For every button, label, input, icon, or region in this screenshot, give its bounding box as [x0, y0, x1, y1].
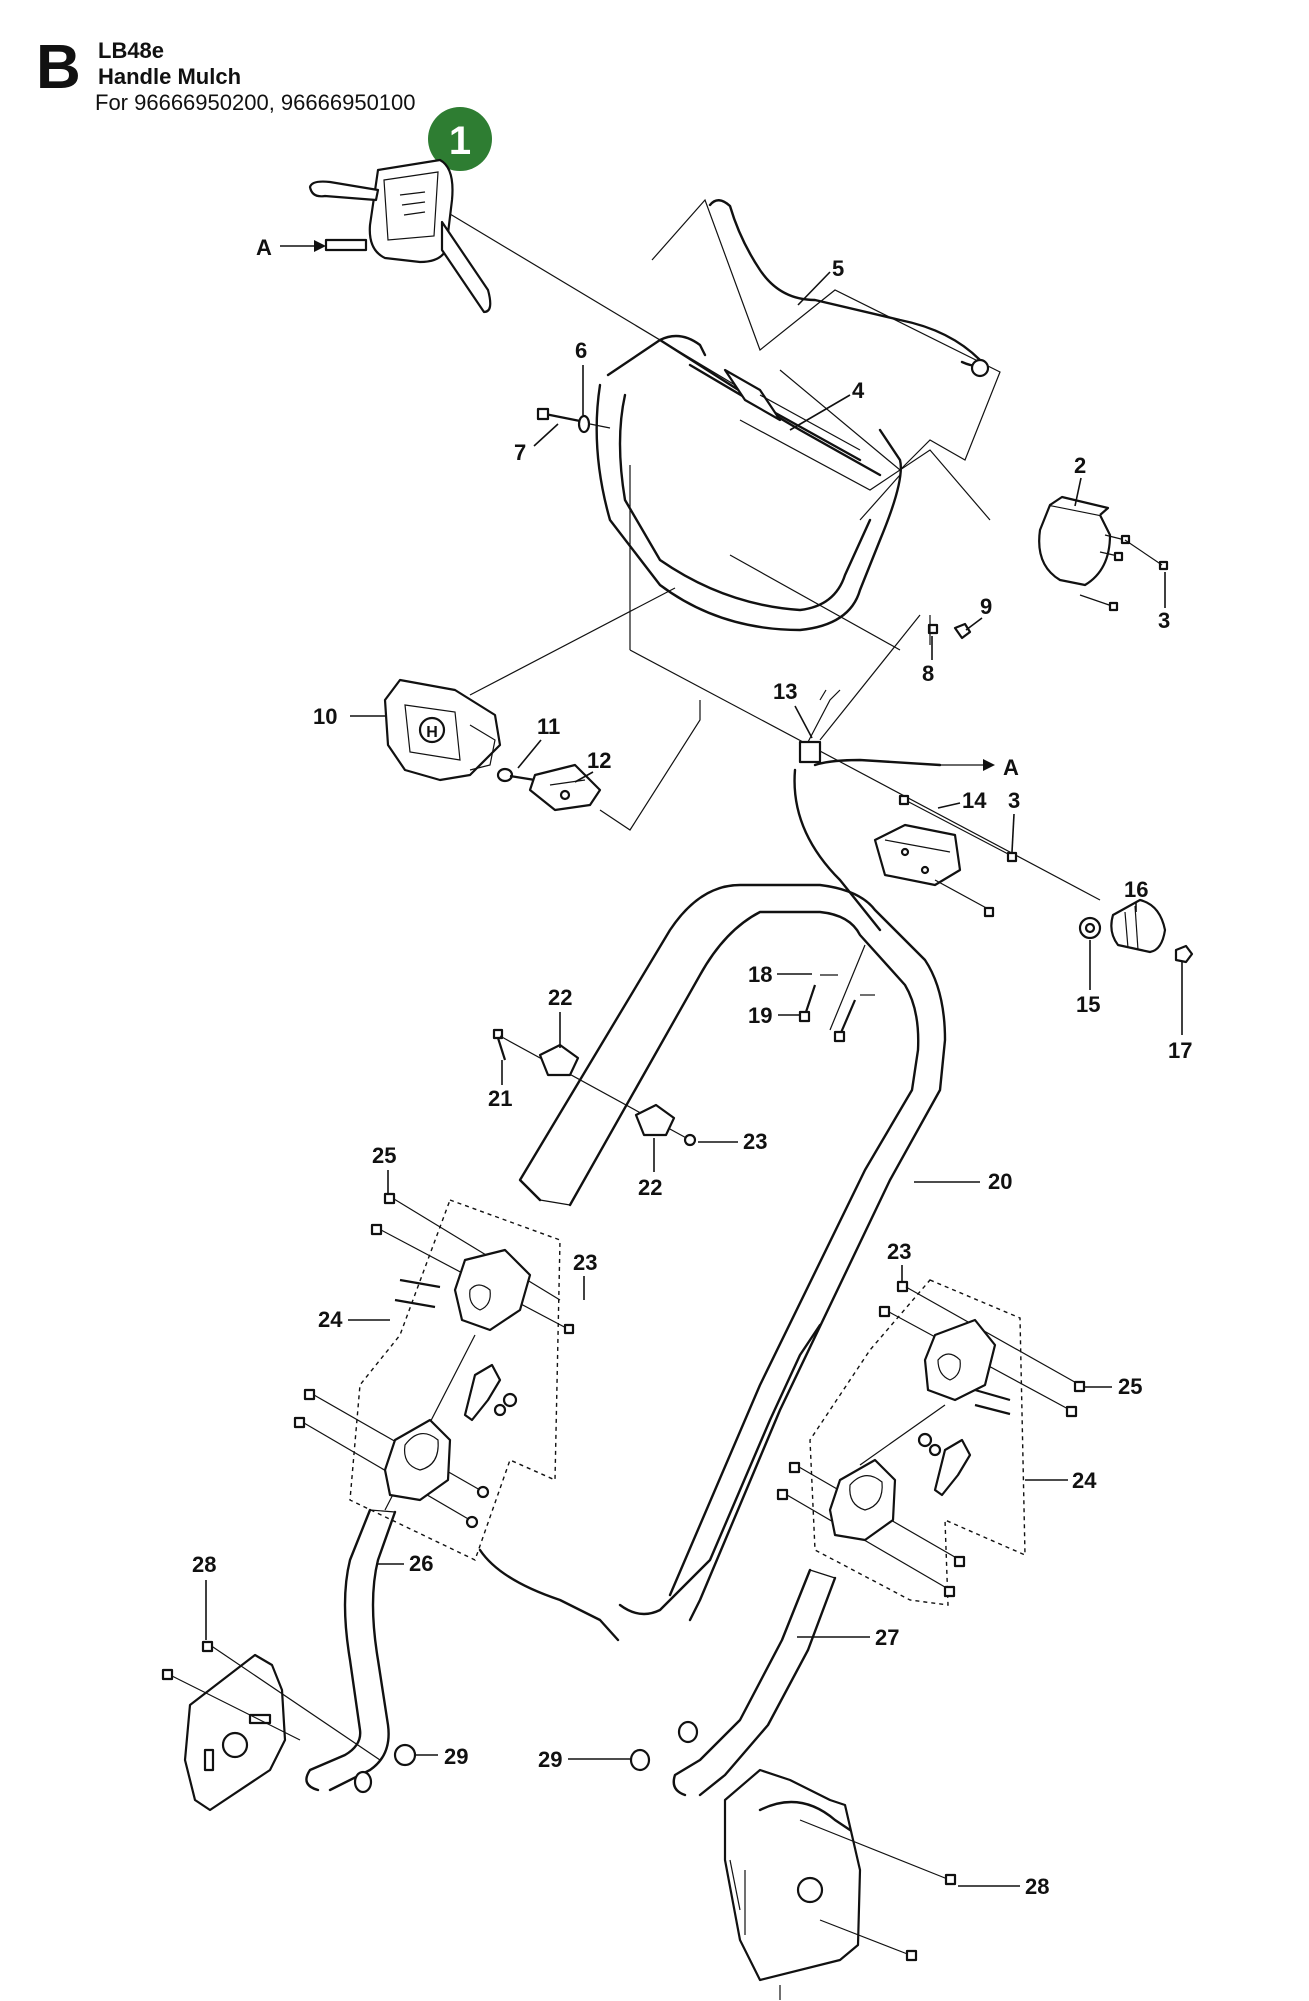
callout-24-left: 24 — [318, 1307, 343, 1332]
bolt-washer-6-7 — [536, 407, 611, 434]
callout-22-top: 22 — [548, 985, 572, 1010]
diagram-title: Handle Mulch — [98, 64, 241, 89]
badge-circle — [428, 107, 492, 171]
callout-14: 14 — [962, 788, 987, 813]
right-hinge-assembly — [776, 1280, 1086, 1598]
clips-21-22-23 — [492, 1028, 697, 1147]
callout-26: 26 — [409, 1551, 433, 1576]
part-badge[interactable]: 1 — [428, 107, 492, 171]
callout-15: 15 — [1076, 992, 1100, 1017]
callout-28-left: 28 — [192, 1552, 216, 1577]
callout-5: 5 — [832, 256, 844, 281]
callout-7: 7 — [514, 440, 526, 465]
clamp-12 — [528, 763, 602, 812]
left-hinge-assembly — [293, 1192, 575, 1529]
callout-2: 2 — [1074, 453, 1086, 478]
lower-cable-end — [478, 1548, 620, 1642]
bolts-18-19 — [798, 944, 875, 1043]
callout-16: 16 — [1124, 877, 1148, 902]
lower-tube-26 — [305, 1508, 397, 1792]
washer-knob-nut — [1078, 898, 1194, 964]
callout-11: 11 — [537, 714, 560, 739]
callout-8: 8 — [922, 661, 934, 686]
applies-to-models: For 96666950200, 96666950100 — [95, 90, 416, 115]
callout-29-right: 29 — [538, 1747, 562, 1772]
upper-handle — [595, 334, 991, 632]
callout-23-right: 23 — [887, 1239, 911, 1264]
cable-end-left — [324, 238, 368, 252]
svg-text:H: H — [426, 724, 438, 741]
callout-13: 13 — [773, 679, 797, 704]
callout-24-right: 24 — [1072, 1468, 1097, 1493]
callout-4: 4 — [852, 378, 865, 403]
left-assembly-boundary — [349, 1199, 561, 1561]
callout-3-mid: 3 — [1008, 788, 1020, 813]
callout-6: 6 — [575, 338, 587, 363]
arrow-label-a-right: A — [1003, 755, 1019, 780]
husqvarna-logo-icon — [418, 716, 446, 744]
callout-21: 21 — [488, 1086, 512, 1111]
callout-22-bottom: 22 — [638, 1175, 662, 1200]
callout-23-top: 23 — [743, 1129, 767, 1154]
badge-number: 1 — [449, 119, 471, 163]
callout-10: 10 — [313, 704, 337, 729]
callout-17: 17 — [1168, 1038, 1192, 1063]
callout-18: 18 — [748, 962, 772, 987]
section-letter: B — [36, 33, 81, 102]
callout-19: 19 — [748, 1003, 772, 1028]
right-mount-plate — [629, 1720, 957, 2000]
lower-handle-20 — [518, 883, 947, 1622]
callout-3-top: 3 — [1158, 608, 1170, 633]
nut-washer-8-9 — [927, 615, 972, 645]
callout-25-left: 25 — [372, 1143, 396, 1168]
callout-28-right: 28 — [1025, 1874, 1049, 1899]
arrow-label-a-left: A — [256, 235, 272, 260]
callout-27: 27 — [875, 1625, 899, 1650]
mulch-cable — [651, 198, 1001, 471]
left-mount-plate — [161, 1640, 417, 1812]
model-name: LB48e — [98, 38, 164, 63]
cable-cover — [1038, 495, 1169, 612]
lower-tube-27 — [672, 1568, 837, 1797]
handle-end-cover: H — [383, 678, 502, 782]
callout-25-right: 25 — [1118, 1374, 1142, 1399]
cable-clip-13 — [798, 689, 841, 764]
screw-11 — [496, 767, 536, 783]
handle-control-housing — [308, 158, 492, 314]
right-assembly-boundary — [809, 1279, 1026, 1606]
callout-23-left: 23 — [573, 1250, 597, 1275]
callout-9: 9 — [980, 594, 992, 619]
handle-bracket-14 — [873, 794, 1018, 918]
callout-29-left: 29 — [444, 1744, 468, 1769]
callout-20: 20 — [988, 1169, 1012, 1194]
callout-12: 12 — [587, 748, 611, 773]
